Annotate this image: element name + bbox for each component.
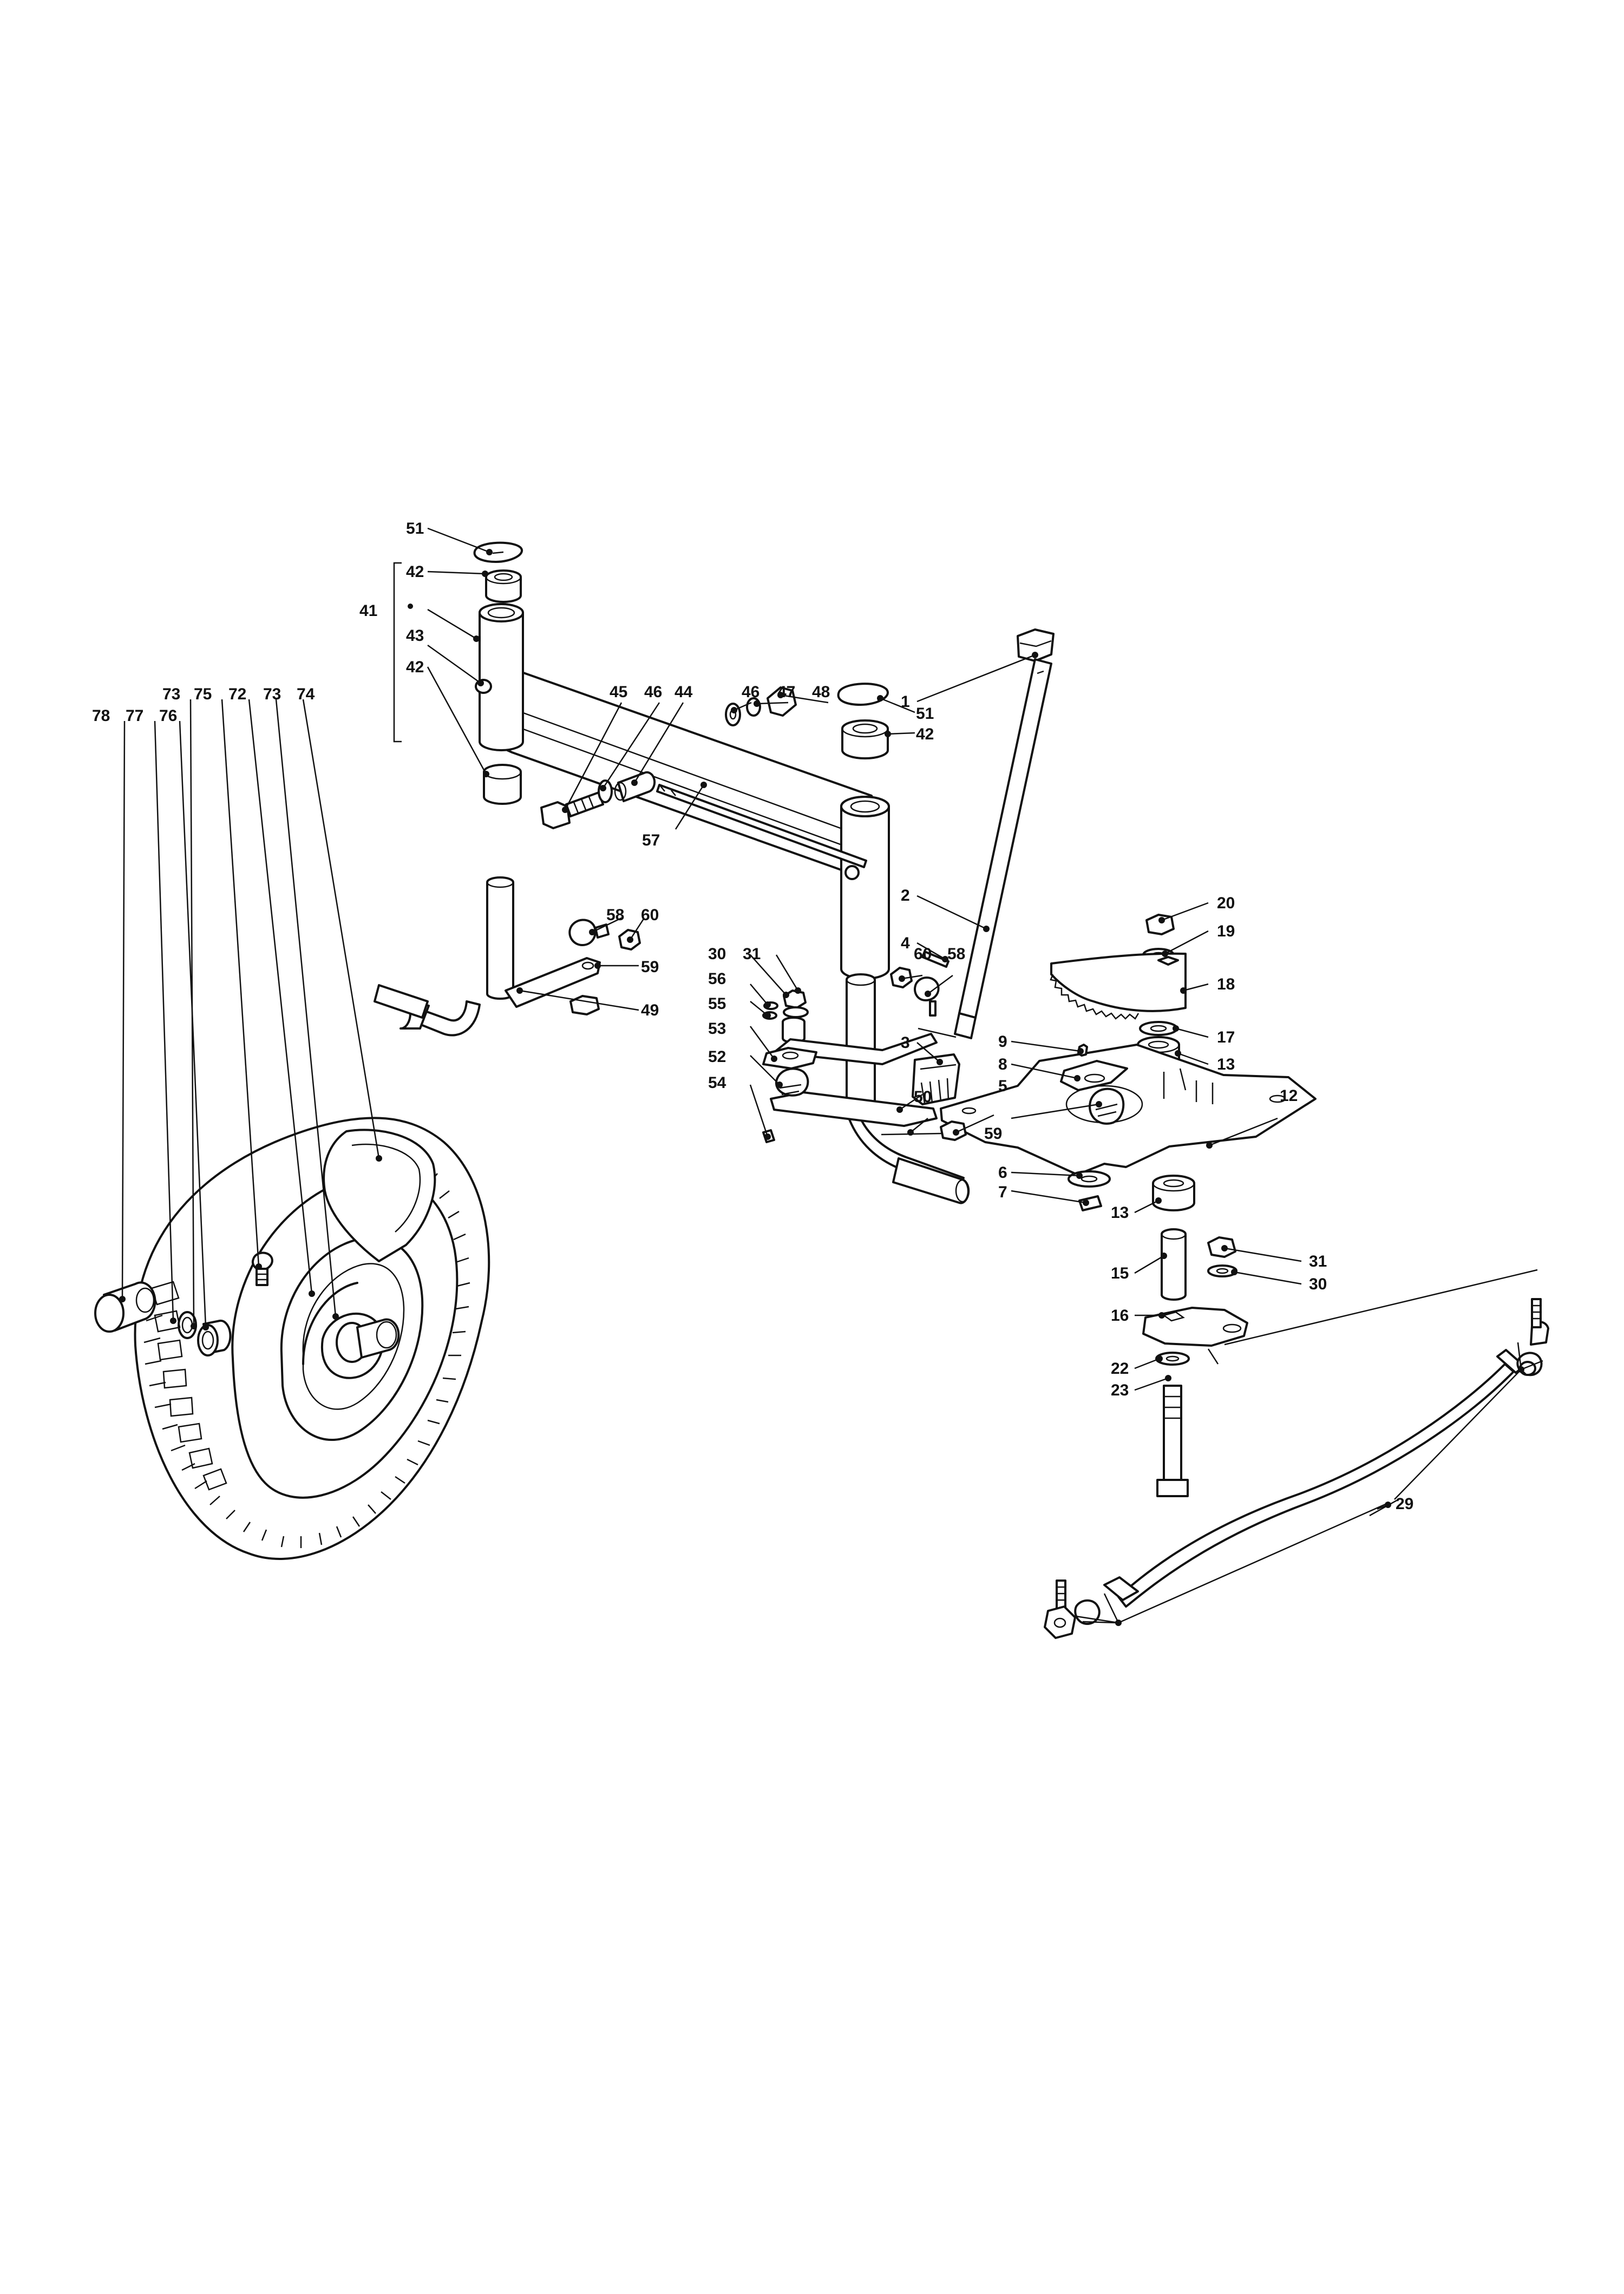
callout-41: 41: [359, 602, 377, 620]
callout-2: 2: [901, 887, 910, 905]
callout-76: 76: [159, 707, 177, 725]
callout-74: 74: [297, 685, 315, 703]
callout-52: 52: [708, 1048, 726, 1066]
callout-58b: 58: [947, 945, 965, 963]
callout-55: 55: [708, 995, 726, 1013]
callout-43: 43: [406, 627, 424, 645]
callout-49: 49: [641, 1001, 659, 1019]
callout-6: 6: [998, 1164, 1007, 1182]
callout-73b: 73: [263, 685, 281, 703]
callout-23: 23: [1111, 1381, 1129, 1399]
callout-1: 1: [901, 693, 910, 711]
callout-7: 7: [998, 1183, 1007, 1201]
callout-22: 22: [1111, 1360, 1129, 1378]
callout-51a: 51: [406, 520, 424, 538]
callout-51b: 51: [916, 705, 934, 723]
callout-46b: 46: [742, 683, 759, 701]
callout-12: 12: [1280, 1087, 1298, 1105]
callout-17: 17: [1217, 1028, 1235, 1046]
callout-13b: 13: [1111, 1204, 1129, 1222]
callout-45: 45: [610, 683, 627, 701]
callout-78: 78: [92, 707, 110, 725]
callout-31a: 31: [1309, 1253, 1327, 1270]
callout-42b: 42: [406, 658, 424, 676]
callout-15: 15: [1111, 1264, 1129, 1282]
callout-16: 16: [1111, 1307, 1129, 1325]
callout-31b: 31: [743, 945, 761, 963]
callout-labels: 1 2 4 3 9 8 5 6 7 20 19 18 17 13 12 13 1…: [92, 520, 1413, 1513]
callout-72: 72: [228, 685, 246, 703]
callout-46a: 46: [644, 683, 662, 701]
callout-9: 9: [998, 1033, 1007, 1051]
callout-73a: 73: [162, 685, 180, 703]
callout-19: 19: [1217, 922, 1235, 940]
front-axle-assembly: [473, 541, 890, 980]
callout-48: 48: [812, 683, 830, 701]
callout-3: 3: [901, 1034, 910, 1052]
callout-42a: 42: [406, 563, 424, 581]
callout-29: 29: [1396, 1495, 1413, 1513]
callout-57: 57: [642, 831, 660, 849]
callout-8: 8: [998, 1056, 1007, 1073]
callout-13a: 13: [1217, 1056, 1235, 1073]
callout-54: 54: [708, 1074, 726, 1092]
callout-30a: 30: [1309, 1275, 1327, 1293]
callout-50: 50: [914, 1088, 932, 1106]
callout-53: 53: [708, 1020, 726, 1038]
callout-75: 75: [194, 685, 212, 703]
callout-58a: 58: [606, 906, 624, 924]
callout-59b: 59: [984, 1125, 1002, 1143]
callout-30b: 30: [708, 945, 726, 963]
callout-60a: 60: [641, 906, 659, 924]
callout-47: 47: [777, 683, 795, 701]
left-spindle-assembly: [374, 876, 641, 1037]
callout-42c: 42: [916, 725, 934, 743]
callout-18: 18: [1217, 975, 1235, 993]
callout-4: 4: [901, 934, 910, 952]
callout-77: 77: [126, 707, 143, 725]
callout-56: 56: [708, 970, 726, 988]
callout-20: 20: [1217, 894, 1235, 912]
tie-rod-assembly: [1044, 1269, 1549, 1639]
callout-44: 44: [675, 683, 693, 701]
callout-60b: 60: [914, 945, 932, 963]
steering-column: [912, 628, 1055, 1105]
axle-kit-bracket: [393, 562, 413, 743]
front-wheel-assembly: [94, 1117, 490, 1560]
callout-5: 5: [998, 1077, 1007, 1095]
leader-lines: [119, 527, 1543, 1626]
sector-gear-assembly: [940, 914, 1317, 1497]
callout-59a: 59: [641, 958, 659, 976]
